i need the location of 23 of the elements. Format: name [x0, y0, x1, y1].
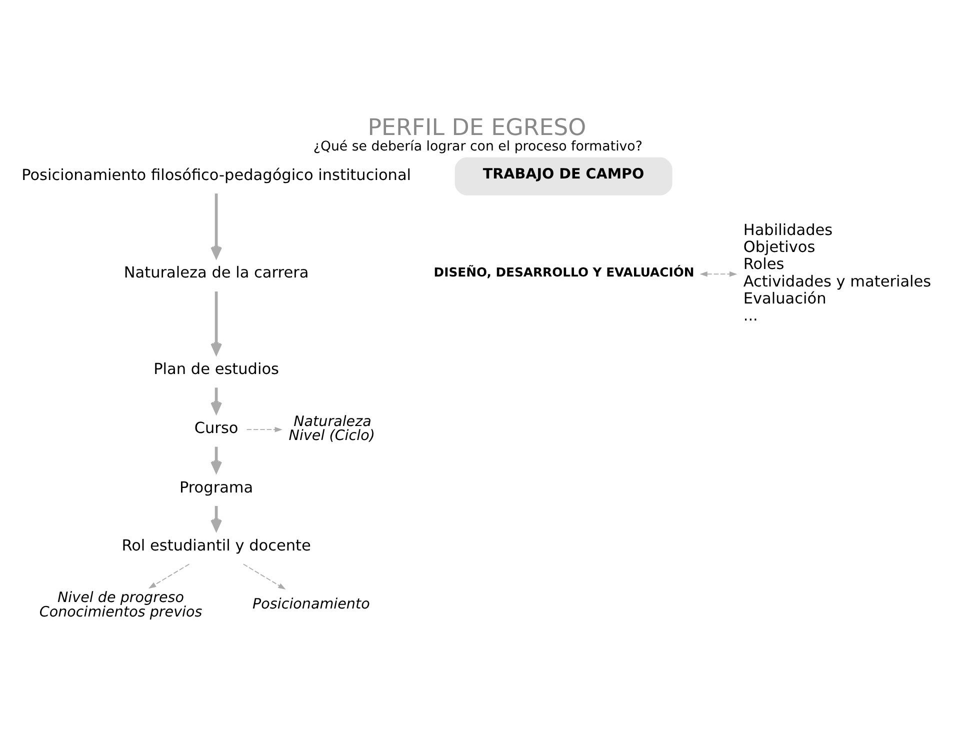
- node-text: Plan de estudios: [154, 360, 279, 378]
- node-text: Habilidades Objetivos Roles Actividades y materiales Evaluación ...: [743, 220, 932, 325]
- arrow: [210, 446, 222, 473]
- node-text: Posicionamiento: [252, 596, 370, 612]
- arrow: [210, 506, 222, 531]
- node-text: Programa: [179, 478, 254, 496]
- arrow: [700, 271, 738, 277]
- arrow: [210, 388, 222, 414]
- arrow: [246, 426, 282, 432]
- node-text: Curso: [194, 419, 238, 438]
- arrow: [210, 194, 222, 258]
- diagram-title: PERFIL DE EGRESO: [368, 114, 586, 141]
- node-text: Naturaleza Nivel (Ciclo): [288, 414, 375, 444]
- arrow: [148, 564, 190, 589]
- node-text: DISEÑO, DESARROLLO Y EVALUACIÓN: [434, 264, 694, 280]
- caption: ¿Qué se debería lograr con el proceso formativo?: [313, 139, 642, 154]
- node-text: Naturaleza de la carrera: [124, 264, 309, 282]
- arrow: [242, 564, 286, 590]
- arrow: [210, 291, 222, 355]
- node-text: Rol estudiantil y docente: [122, 536, 311, 555]
- node-text: Nivel de progreso Conocimientos previos: [39, 590, 202, 621]
- node-box: TRABAJO DE CAMPO: [454, 157, 672, 196]
- node-text: Posicionamiento filosófico-pedagógico institucional: [22, 166, 412, 184]
